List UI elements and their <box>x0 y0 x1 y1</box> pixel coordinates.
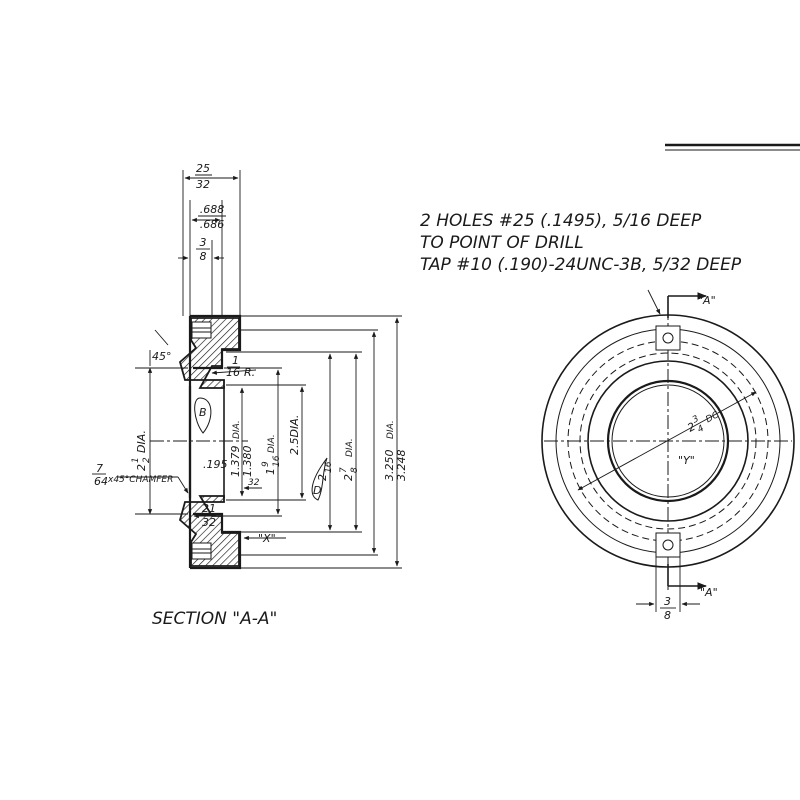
dim-2-7-8-num: 7 <box>339 467 349 473</box>
dim-2-3-4-num: 3 <box>691 414 701 426</box>
dim-2-3-4-den: 4 <box>696 424 706 436</box>
dim-2half-dia: DIA. <box>135 430 148 453</box>
dim-radius-num: 1 <box>232 354 239 367</box>
dim-3-8-num: 3 <box>200 236 207 249</box>
dim-2-7-8-whole: 2 <box>342 474 355 481</box>
dim-1379: 1.379 <box>229 446 242 478</box>
dim-2-7-8-den: 8 <box>350 467 360 473</box>
dim-688: .688 <box>200 203 225 216</box>
title-bar-fragment <box>665 143 800 151</box>
section-labels: 25 32 .688 .686 3 8 45° 1 16 R. 2 1 2 DI… <box>92 162 408 629</box>
dim-2-7-8-dia: DIA. <box>345 438 355 457</box>
section-view <box>118 170 402 570</box>
section-mark-a-bottom: "A" <box>700 586 718 599</box>
dim-1-9-16-num: 9 <box>261 461 271 467</box>
dim-radius-suffix: R. <box>244 366 255 379</box>
dim-1-9-16-den: 16 <box>272 455 282 467</box>
dim-1-9-16-dia: DIA. <box>267 434 277 453</box>
dim-1380: 1.380 <box>241 446 254 478</box>
dim-1379-dia: DIA. <box>232 420 242 439</box>
dim-3-8-den: 8 <box>200 250 207 263</box>
dim-2half-whole: 2 <box>135 464 148 471</box>
label-x: "X" <box>258 532 276 545</box>
dim-bottom-3-8-num: 3 <box>664 595 671 608</box>
label-y: "Y" <box>678 454 695 467</box>
chamfer-text: x45°CHAMFER <box>107 475 173 485</box>
dim-2-5-dia: 2.5DIA. <box>288 415 301 455</box>
dim-1-9-16-whole: 1 <box>264 468 277 475</box>
circle-b-label: B <box>199 406 207 419</box>
note-line-2: TO POINT OF DRILL <box>420 233 584 253</box>
circle-d-label: D <box>313 484 321 497</box>
note-line-1: 2 HOLES #25 (.1495), 5/16 DEEP <box>420 211 702 231</box>
dim-686: .686 <box>200 218 225 231</box>
dim-25-32-den: 32 <box>196 178 210 191</box>
section-mark-a-top: "A" <box>698 294 716 307</box>
dim-195: .195 <box>203 458 228 471</box>
dim-45-angle: 45° <box>152 350 172 363</box>
chamfer-num: 7 <box>96 462 103 475</box>
section-title: SECTION "A-A" <box>152 609 277 629</box>
dim-bottom-3-8-den: 8 <box>664 609 671 622</box>
hole-note: 2 HOLES #25 (.1495), 5/16 DEEP TO POINT … <box>420 211 742 275</box>
dim-3250: 3.250 <box>383 450 396 482</box>
dim-2half-num: 1 <box>131 457 141 463</box>
dim-3248: 3.248 <box>395 450 408 482</box>
chamfer-den: 64 <box>94 475 108 488</box>
dim-radius-den: 16 <box>226 366 240 379</box>
dim-2half-den: 2 <box>142 457 152 463</box>
front-view <box>541 289 795 612</box>
note-line-3: TAP #10 (.190)-24UNC-3B, 5/32 DEEP <box>420 255 742 275</box>
dim-32: 32 <box>248 478 260 488</box>
dim-3250-dia: DIA. <box>386 420 396 439</box>
dim-21-32-den: 32 <box>202 516 216 529</box>
dim-2-16-den: 16 <box>324 461 334 473</box>
dim-25-32-num: 25 <box>196 162 210 175</box>
dim-2-16-whole: 2 <box>316 474 329 481</box>
dim-21-32-num: 21 <box>202 502 216 515</box>
